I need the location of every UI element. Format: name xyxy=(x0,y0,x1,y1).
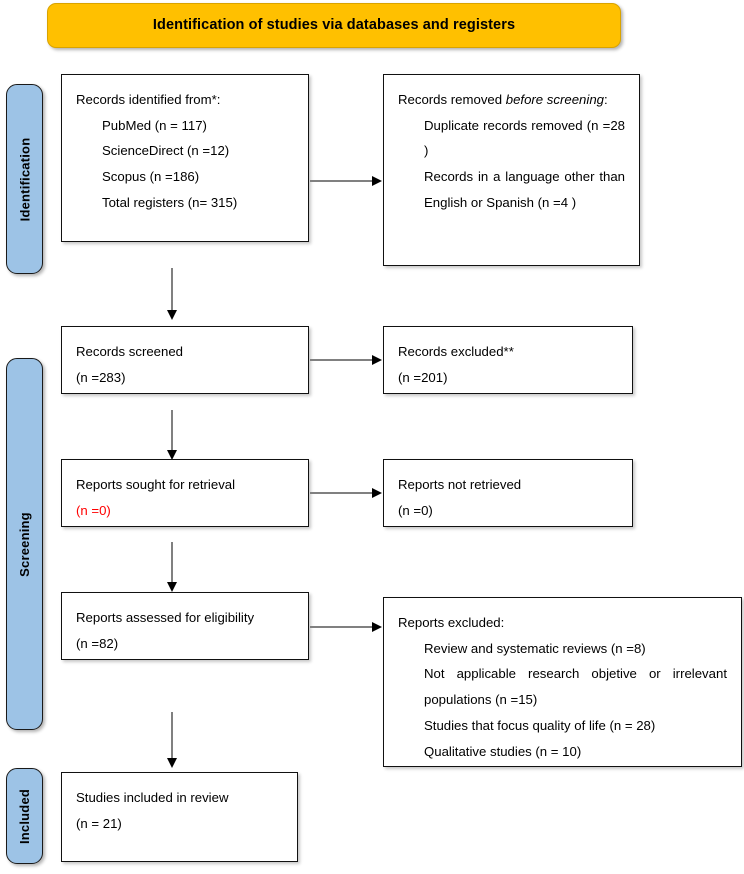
records-removed-heading-italic: before screening xyxy=(505,92,604,107)
arrow-sought-to-not-retrieved xyxy=(310,488,382,498)
reports-assessed-line2: (n =82) xyxy=(76,635,119,651)
records-removed-item-language: Records in a language other than English… xyxy=(424,169,625,210)
records-screened-line2: (n =283) xyxy=(76,369,126,385)
box-reports-not-retrieved: Reports not retrieved (n =0) xyxy=(383,459,633,527)
records-removed-heading-plain-1: Records removed xyxy=(398,92,506,107)
box-records-removed: Records removed before screening: Duplic… xyxy=(383,74,640,266)
phase-label-identification: Identification xyxy=(17,137,33,221)
reports-not-retrieved-line2: (n =0) xyxy=(398,502,433,518)
diagram-title-text: Identification of studies via databases … xyxy=(152,16,516,33)
studies-included-line2: (n = 21) xyxy=(76,815,122,831)
reports-excluded-item-not-applicable: Not applicable research objetive or irre… xyxy=(424,666,727,708)
records-identified-item-scopus: Scopus (n =186) xyxy=(102,169,200,185)
studies-included-line1: Studies included in review xyxy=(76,790,229,805)
records-identified-item-sciencedirect: ScienceDirect (n =12) xyxy=(102,143,230,159)
box-reports-excluded-list: Reports excluded: Review and systematic … xyxy=(383,597,742,767)
box-records-excluded: Records excluded** (n =201) xyxy=(383,326,633,394)
reports-sought-line1: Reports sought for retrieval xyxy=(76,477,236,492)
reports-excluded-heading: Reports excluded: xyxy=(398,615,505,630)
phase-label-screening: Screening xyxy=(17,511,32,577)
arrow-screened-to-sought xyxy=(167,410,177,460)
records-screened-line1: Records screened xyxy=(76,344,184,359)
box-records-identified: Records identified from*: PubMed (n = 11… xyxy=(61,74,309,242)
diagram-title-banner: Identification of studies via databases … xyxy=(47,3,621,48)
reports-sought-line2: (n =0) xyxy=(76,502,111,518)
reports-not-retrieved-line1: Reports not retrieved xyxy=(398,477,522,492)
box-studies-included: Studies included in review (n = 21) xyxy=(61,772,298,862)
records-excluded-line1: Records excluded** xyxy=(398,344,514,359)
arrow-sought-to-assessed xyxy=(167,542,177,592)
records-removed-heading: Records removed before screening: xyxy=(398,87,625,113)
arrow-identified-to-removed xyxy=(310,176,382,186)
records-identified-item-pubmed: PubMed (n = 117) xyxy=(102,117,207,133)
arrow-assessed-to-reports-excluded xyxy=(310,622,382,632)
arrow-identified-to-screened xyxy=(167,268,177,320)
records-removed-heading-plain-2: : xyxy=(604,92,608,107)
box-reports-sought: Reports sought for retrieval (n =0) xyxy=(61,459,309,527)
records-removed-item-duplicates: Duplicate records removed (n =28 ) xyxy=(424,117,625,159)
phase-bar-screening: Screening xyxy=(6,358,43,730)
reports-excluded-item-reviews: Review and systematic reviews (n =8) xyxy=(424,640,646,656)
reports-assessed-line1: Reports assessed for eligibility xyxy=(76,610,255,625)
records-identified-heading: Records identified from*: xyxy=(76,92,221,107)
phase-bar-included: Included xyxy=(6,768,43,864)
arrow-screened-to-excluded xyxy=(310,355,382,365)
reports-excluded-item-quality-of-life: Studies that focus quality of life (n = … xyxy=(424,717,656,733)
box-reports-assessed: Reports assessed for eligibility (n =82) xyxy=(61,592,309,660)
records-excluded-line2: (n =201) xyxy=(398,369,448,385)
records-identified-item-total: Total registers (n= 315) xyxy=(102,194,238,210)
arrow-assessed-to-included xyxy=(167,712,177,768)
phase-bar-identification: Identification xyxy=(6,84,43,274)
reports-excluded-item-qualitative: Qualitative studies (n = 10) xyxy=(424,743,582,759)
phase-label-included: Included xyxy=(17,788,32,844)
box-records-screened: Records screened (n =283) xyxy=(61,326,309,394)
